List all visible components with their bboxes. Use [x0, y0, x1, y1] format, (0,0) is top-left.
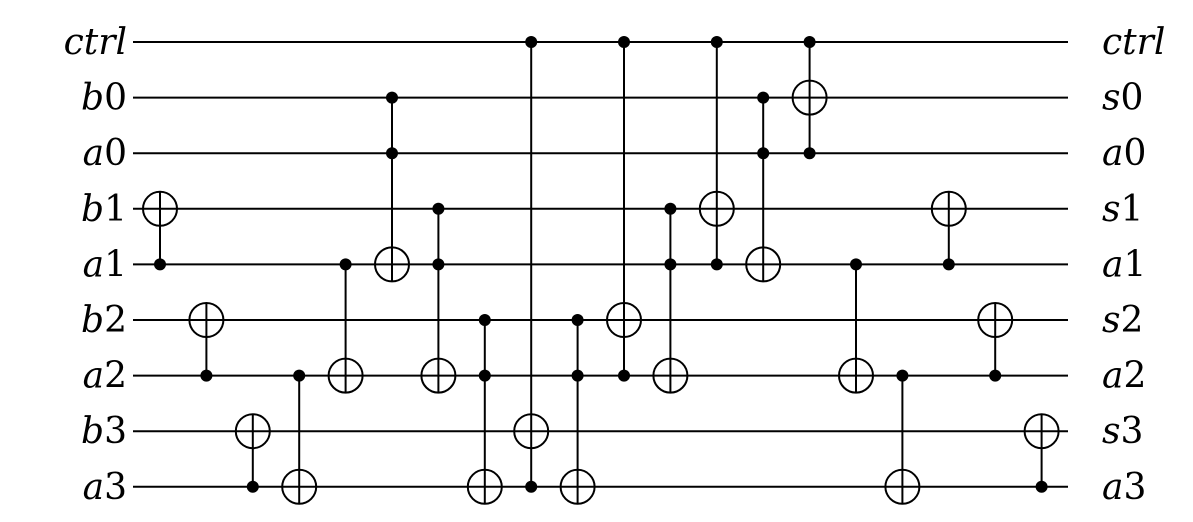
control-dot [339, 258, 352, 271]
gate-8 [466, 314, 503, 505]
input-label-b3: b3 [81, 411, 127, 452]
control-dot [664, 258, 677, 271]
control-dot [154, 258, 166, 271]
output-label-a0: a0 [1102, 133, 1146, 174]
output-labels: ctrl s0 a0 s1 a1 s2 a2 s3 a3 [1102, 22, 1165, 508]
control-dot [710, 258, 723, 271]
output-label-s3: s3 [1102, 411, 1143, 452]
gate-9 [513, 36, 550, 493]
gate-4 [281, 369, 318, 505]
gate-16 [838, 258, 874, 394]
input-label-b1: b1 [81, 188, 127, 229]
output-label-a1: a1 [1102, 244, 1146, 285]
input-label-a3: a3 [83, 466, 127, 507]
input-label-a0: a0 [83, 133, 127, 174]
gate-17 [884, 369, 921, 505]
control-dot [942, 258, 955, 271]
control-dot [618, 369, 630, 382]
gate-11 [606, 36, 642, 382]
gate-14 [745, 91, 782, 283]
control-dot [710, 36, 723, 48]
control-dot [850, 258, 862, 271]
gate-13 [698, 36, 735, 271]
gate-10 [559, 314, 596, 505]
input-labels: ctrl b0 a0 b1 a1 b2 a2 b3 a3 [64, 22, 127, 508]
control-dot [571, 314, 584, 326]
control-dot [478, 369, 491, 382]
output-label-a3: a3 [1102, 466, 1146, 507]
input-label-a2: a2 [83, 355, 127, 396]
control-dot [803, 36, 816, 48]
control-dot [664, 202, 677, 215]
qubit-wires [133, 41, 1068, 488]
control-dot [525, 480, 538, 493]
input-label-b2: b2 [81, 300, 127, 341]
input-label-ctrl: ctrl [64, 22, 127, 63]
gate-3 [234, 413, 271, 493]
control-dot [1035, 480, 1048, 493]
control-dot [386, 91, 398, 104]
control-dot [757, 91, 770, 104]
control-dot [757, 147, 770, 160]
control-dot [618, 36, 630, 48]
input-label-a1: a1 [83, 244, 127, 285]
output-label-s2: s2 [1102, 300, 1143, 341]
input-label-b0: b0 [81, 77, 127, 118]
control-dot [571, 369, 584, 382]
gate-7 [420, 202, 457, 394]
control-dot [246, 480, 259, 493]
control-dot [432, 202, 445, 215]
gate-20 [1023, 413, 1060, 493]
control-dot [478, 314, 491, 326]
control-dot [432, 258, 445, 271]
gate-19 [977, 302, 1014, 382]
control-dot [386, 147, 398, 160]
output-label-ctrl: ctrl [1102, 22, 1165, 63]
control-dot [989, 369, 1002, 382]
control-dot [200, 369, 213, 382]
gate-1 [142, 190, 178, 271]
gate-12 [652, 202, 689, 394]
output-label-s1: s1 [1102, 188, 1143, 229]
gate-6 [374, 91, 410, 283]
gate-2 [188, 302, 225, 382]
gate-15 [791, 36, 828, 160]
control-dot [525, 36, 538, 48]
control-dot [896, 369, 909, 382]
control-dot [803, 147, 816, 160]
output-label-s0: s0 [1102, 77, 1143, 118]
control-dot [293, 369, 306, 382]
output-label-a2: a2 [1102, 355, 1146, 396]
gate-18 [930, 190, 967, 271]
gate-5 [327, 258, 364, 394]
gates [142, 36, 1060, 505]
